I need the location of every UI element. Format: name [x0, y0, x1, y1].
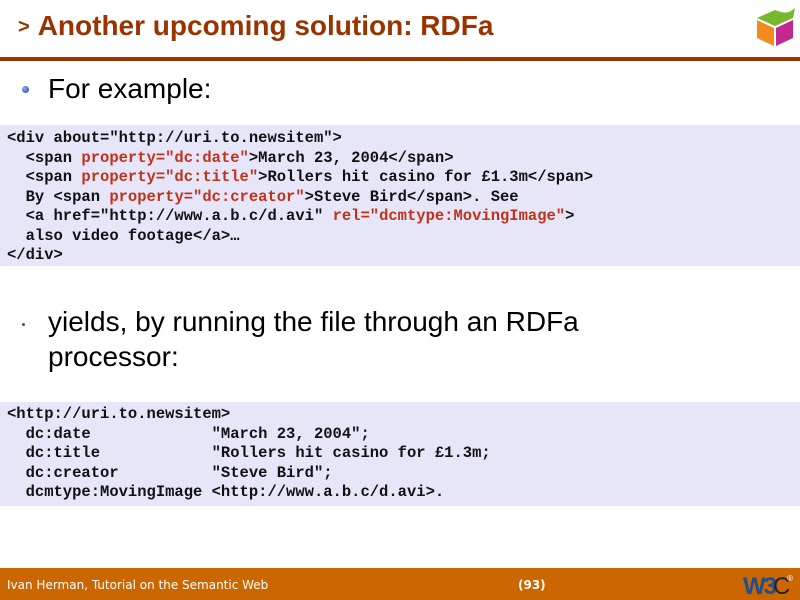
slide-title-text: Another upcoming solution: RDFa — [37, 10, 494, 41]
rdfa-attribute: property="dc:date" — [81, 148, 249, 167]
slide-title: > Another upcoming solution: RDFa — [18, 10, 493, 42]
code-line: <span property="dc:title">Rollers hit ca… — [7, 168, 800, 188]
code-text: > — [565, 207, 575, 225]
rdfa-attribute: rel="dcmtype:MovingImage" — [332, 207, 566, 225]
code-text: </div> — [7, 246, 63, 264]
colored-cube-logo-icon — [757, 8, 795, 46]
html-code-block: <div about="http://uri.to.newsitem"> <sp… — [0, 125, 800, 266]
title-marker: > — [18, 16, 30, 38]
title-rule — [0, 57, 800, 61]
svg-text:®: ® — [787, 574, 793, 583]
code-text: <span — [7, 168, 82, 186]
bullet-text-line2: processor: — [48, 341, 179, 372]
svg-text:W3: W3 — [743, 573, 777, 598]
bullet-icon — [22, 323, 25, 326]
svg-text:C: C — [773, 573, 790, 598]
footer-author: Ivan Herman, Tutorial on the Semantic We… — [7, 578, 269, 592]
code-line: dc:creator "Steve Bird"; — [7, 463, 333, 482]
bullet-text-line1: yields, by running the file through an R… — [48, 306, 579, 337]
code-text: >March 23, 2004</span> — [248, 148, 454, 167]
code-text: >Rollers hit casino for £1.3m</span> — [258, 168, 594, 186]
code-line: </div> — [7, 246, 800, 266]
code-text: By <span — [7, 187, 110, 206]
slide-header: > Another upcoming solution: RDFa — [0, 0, 800, 57]
code-line: dc:title "Rollers hit casino for £1.3m; — [7, 444, 491, 462]
code-text: <a href="http://www.a.b.c/d.avi" — [7, 207, 333, 225]
bullet-icon — [22, 86, 29, 93]
slide-footer: Ivan Herman, Tutorial on the Semantic We… — [0, 568, 800, 600]
code-text: <span — [7, 148, 82, 167]
code-line: <div about="http://uri.to.newsitem"> — [7, 129, 800, 149]
page-number: (93) — [518, 578, 546, 592]
code-line: dc:date "March 23, 2004"; — [7, 424, 370, 443]
code-text: also video footage</a>… — [7, 226, 240, 245]
code-text: <div about="http://uri.to.newsitem"> — [7, 129, 342, 147]
bullet-text: For example: — [48, 73, 212, 104]
code-line: <span property="dc:date">March 23, 2004<… — [7, 149, 800, 169]
code-line: dcmtype:MovingImage <http://www.a.b.c/d.… — [7, 483, 445, 501]
code-line: <http://uri.to.newsitem> — [7, 405, 231, 423]
code-line: By <span property="dc:creator">Steve Bir… — [7, 188, 800, 208]
rdf-output-code-block: <http://uri.to.newsitem> dc:date "March … — [0, 402, 800, 506]
w3c-logo-icon: W3 C ® — [740, 571, 796, 598]
code-line: also video footage</a>… — [7, 227, 800, 247]
code-line: <a href="http://www.a.b.c/d.avi" rel="dc… — [7, 207, 800, 227]
rdfa-attribute: property="dc:title" — [81, 168, 259, 186]
rdfa-attribute: property="dc:creator" — [109, 187, 305, 206]
code-text: >Steve Bird</span>. See — [304, 187, 519, 206]
